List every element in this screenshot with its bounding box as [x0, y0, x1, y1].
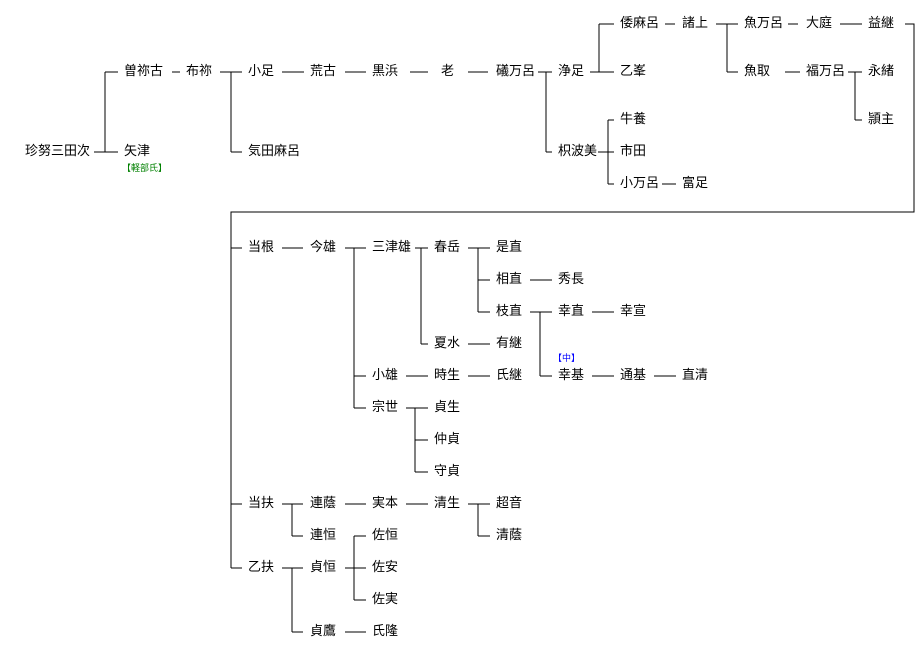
person-name: 有継	[496, 336, 523, 351]
person-name: 枝直	[496, 304, 523, 319]
person-name: 永緒	[868, 64, 895, 79]
person-name: 氏隆	[372, 624, 399, 639]
person-name: 気田麻呂	[248, 144, 301, 159]
person-name: 三津雄	[372, 240, 412, 255]
person-name: 佐実	[372, 592, 399, 607]
person-name: 清生	[434, 496, 461, 511]
person-name: 矢津	[124, 144, 151, 159]
person-name: 実本	[372, 496, 399, 511]
person-name: 乙扶	[248, 560, 275, 575]
person-name: 通基	[620, 368, 647, 383]
person-name: 仲貞	[434, 432, 461, 447]
person-name: 小足	[248, 64, 275, 79]
person-name: 貞恒	[310, 560, 337, 575]
person-name: 魚万呂	[744, 16, 784, 31]
person-name: 貞鷹	[310, 624, 337, 639]
person-name: 小雄	[372, 368, 399, 383]
person-name: 浄足	[558, 64, 585, 79]
person-name: 枳波美	[558, 144, 598, 159]
person-name: 小万呂	[620, 176, 660, 191]
person-name: 市田	[620, 144, 647, 159]
person-name: 頴主	[868, 112, 895, 127]
person-name: 是直	[496, 240, 523, 255]
person-name: 乙峯	[620, 64, 647, 79]
person-name: 時生	[434, 368, 461, 383]
person-name: 幸宣	[620, 304, 647, 319]
person-name: 魚取	[744, 64, 771, 79]
person-name: 大庭	[806, 16, 833, 31]
person-name: 当根	[248, 240, 275, 255]
person-name: 倭麻呂	[620, 16, 660, 31]
person-name: 老	[441, 64, 455, 79]
person-name: 珍努三田次	[25, 144, 91, 159]
person-name: 夏水	[434, 336, 461, 351]
person-name: 当扶	[248, 496, 275, 511]
person-name: 連蔭	[310, 496, 337, 511]
person-name: 秀長	[558, 272, 585, 287]
person-name: 直清	[682, 368, 709, 383]
person-name: 福万呂	[806, 64, 846, 79]
person-name: 相直	[496, 272, 523, 287]
person-name: 連恒	[310, 528, 337, 543]
person-name: 荒古	[310, 64, 337, 79]
person-name: 宗世	[372, 400, 399, 415]
person-name: 曽祢古	[124, 64, 164, 79]
person-name: 富足	[682, 176, 709, 191]
person-name: 牛養	[620, 112, 647, 127]
person-name: 幸基	[558, 368, 585, 383]
person-name: 貞生	[434, 400, 461, 415]
lineage-note: 【中】	[553, 354, 581, 364]
person-name: 佐恒	[372, 528, 399, 543]
person-name: 益継	[868, 16, 895, 31]
person-name: 清蔭	[496, 528, 523, 543]
person-name: 佐安	[372, 560, 399, 575]
person-name: 黒浜	[372, 64, 399, 79]
person-name: 幸直	[558, 304, 585, 319]
person-name: 超音	[496, 496, 523, 511]
clan-note: 【軽部氏】	[122, 164, 168, 174]
person-name: 守貞	[434, 464, 461, 479]
person-name: 今雄	[310, 240, 337, 255]
person-name: 氏継	[496, 368, 523, 383]
person-name: 春岳	[434, 240, 461, 255]
person-name: 布祢	[186, 64, 213, 79]
person-name: 礒万呂	[496, 64, 536, 79]
person-name: 諸上	[682, 16, 709, 31]
